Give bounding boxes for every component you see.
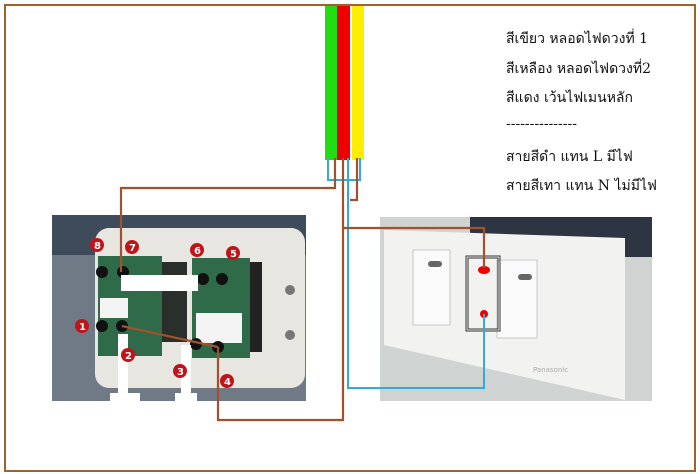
live-wires — [119, 158, 486, 422]
terminal-badge-5: 5 — [226, 246, 240, 260]
terminal-badge-6: 6 — [190, 243, 204, 257]
red-wire-bar — [337, 6, 350, 160]
terminal-badge-7: 7 — [125, 240, 139, 254]
legend-yellow: สีเหลือง หลอดไฟดวงที่2 — [506, 61, 652, 77]
terminal-badge-2: 2 — [121, 348, 135, 362]
svg-text:7: 7 — [129, 243, 136, 254]
diagram-frame — [4, 4, 696, 472]
brand-label: Panasonic — [533, 366, 568, 374]
legend-divider: --------------- — [506, 116, 577, 132]
terminal-badge-8: 8 — [90, 238, 104, 252]
svg-text:1: 1 — [79, 322, 86, 333]
terminal-badge-3: 3 — [173, 364, 187, 378]
svg-text:3: 3 — [177, 367, 184, 378]
svg-text:5: 5 — [230, 249, 237, 260]
yellow-wire-bar — [352, 6, 364, 160]
switch-front-photo: Panasonic — [380, 217, 652, 401]
svg-text:6: 6 — [194, 246, 201, 257]
legend-green: สีเขียว หลอดไฟดวงที่ 1 — [506, 31, 649, 47]
svg-text:2: 2 — [125, 351, 132, 362]
terminal-badge-4: 4 — [220, 374, 234, 388]
legend-gray-wire: สายสีเทา แทน N ไม่มีไฟ — [506, 178, 657, 194]
legend-red: สีแดง เว้นไฟเมนหลัก — [506, 90, 633, 106]
terminal-dot-top — [478, 266, 490, 274]
terminal-badges: 1 2 3 4 5 6 7 8 — [75, 238, 240, 388]
svg-text:4: 4 — [224, 377, 231, 388]
terminal-badge-1: 1 — [75, 319, 89, 333]
svg-text:8: 8 — [94, 241, 101, 252]
legend-black-wire: สายสีดำ แทน L มีไฟ — [506, 149, 633, 165]
green-wire-bar — [325, 6, 337, 160]
